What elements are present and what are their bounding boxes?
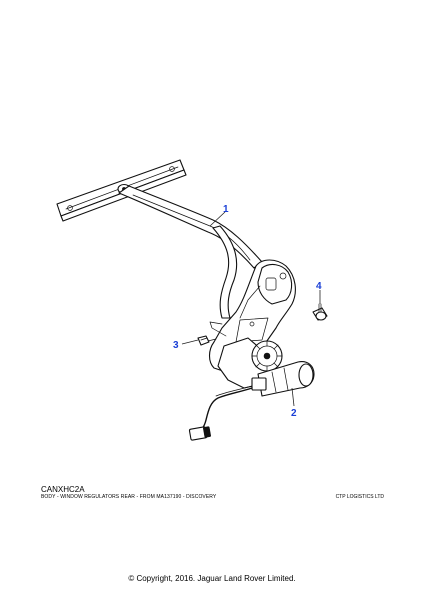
publisher-label: CTP LOGISTICS LTD (335, 494, 384, 500)
window-regulator-part (56, 159, 296, 389)
diagram-code: CANXHC2A (41, 485, 85, 494)
callout-2: 2 (291, 408, 297, 419)
regulator-motor-part (188, 361, 315, 441)
screw-part (197, 335, 217, 346)
diagram-description: BODY - WINDOW REGULATORS REAR - FROM MA1… (41, 494, 217, 500)
callout-3: 3 (173, 340, 179, 351)
copyright-notice: © Copyright, 2016. Jaguar Land Rover Lim… (128, 574, 296, 583)
leader-line-3 (181, 339, 199, 345)
bolt-part (312, 303, 328, 321)
callout-1: 1 (223, 204, 229, 215)
leader-line-2 (291, 387, 295, 407)
callout-4: 4 (316, 281, 322, 292)
leader-line-1 (209, 211, 226, 227)
